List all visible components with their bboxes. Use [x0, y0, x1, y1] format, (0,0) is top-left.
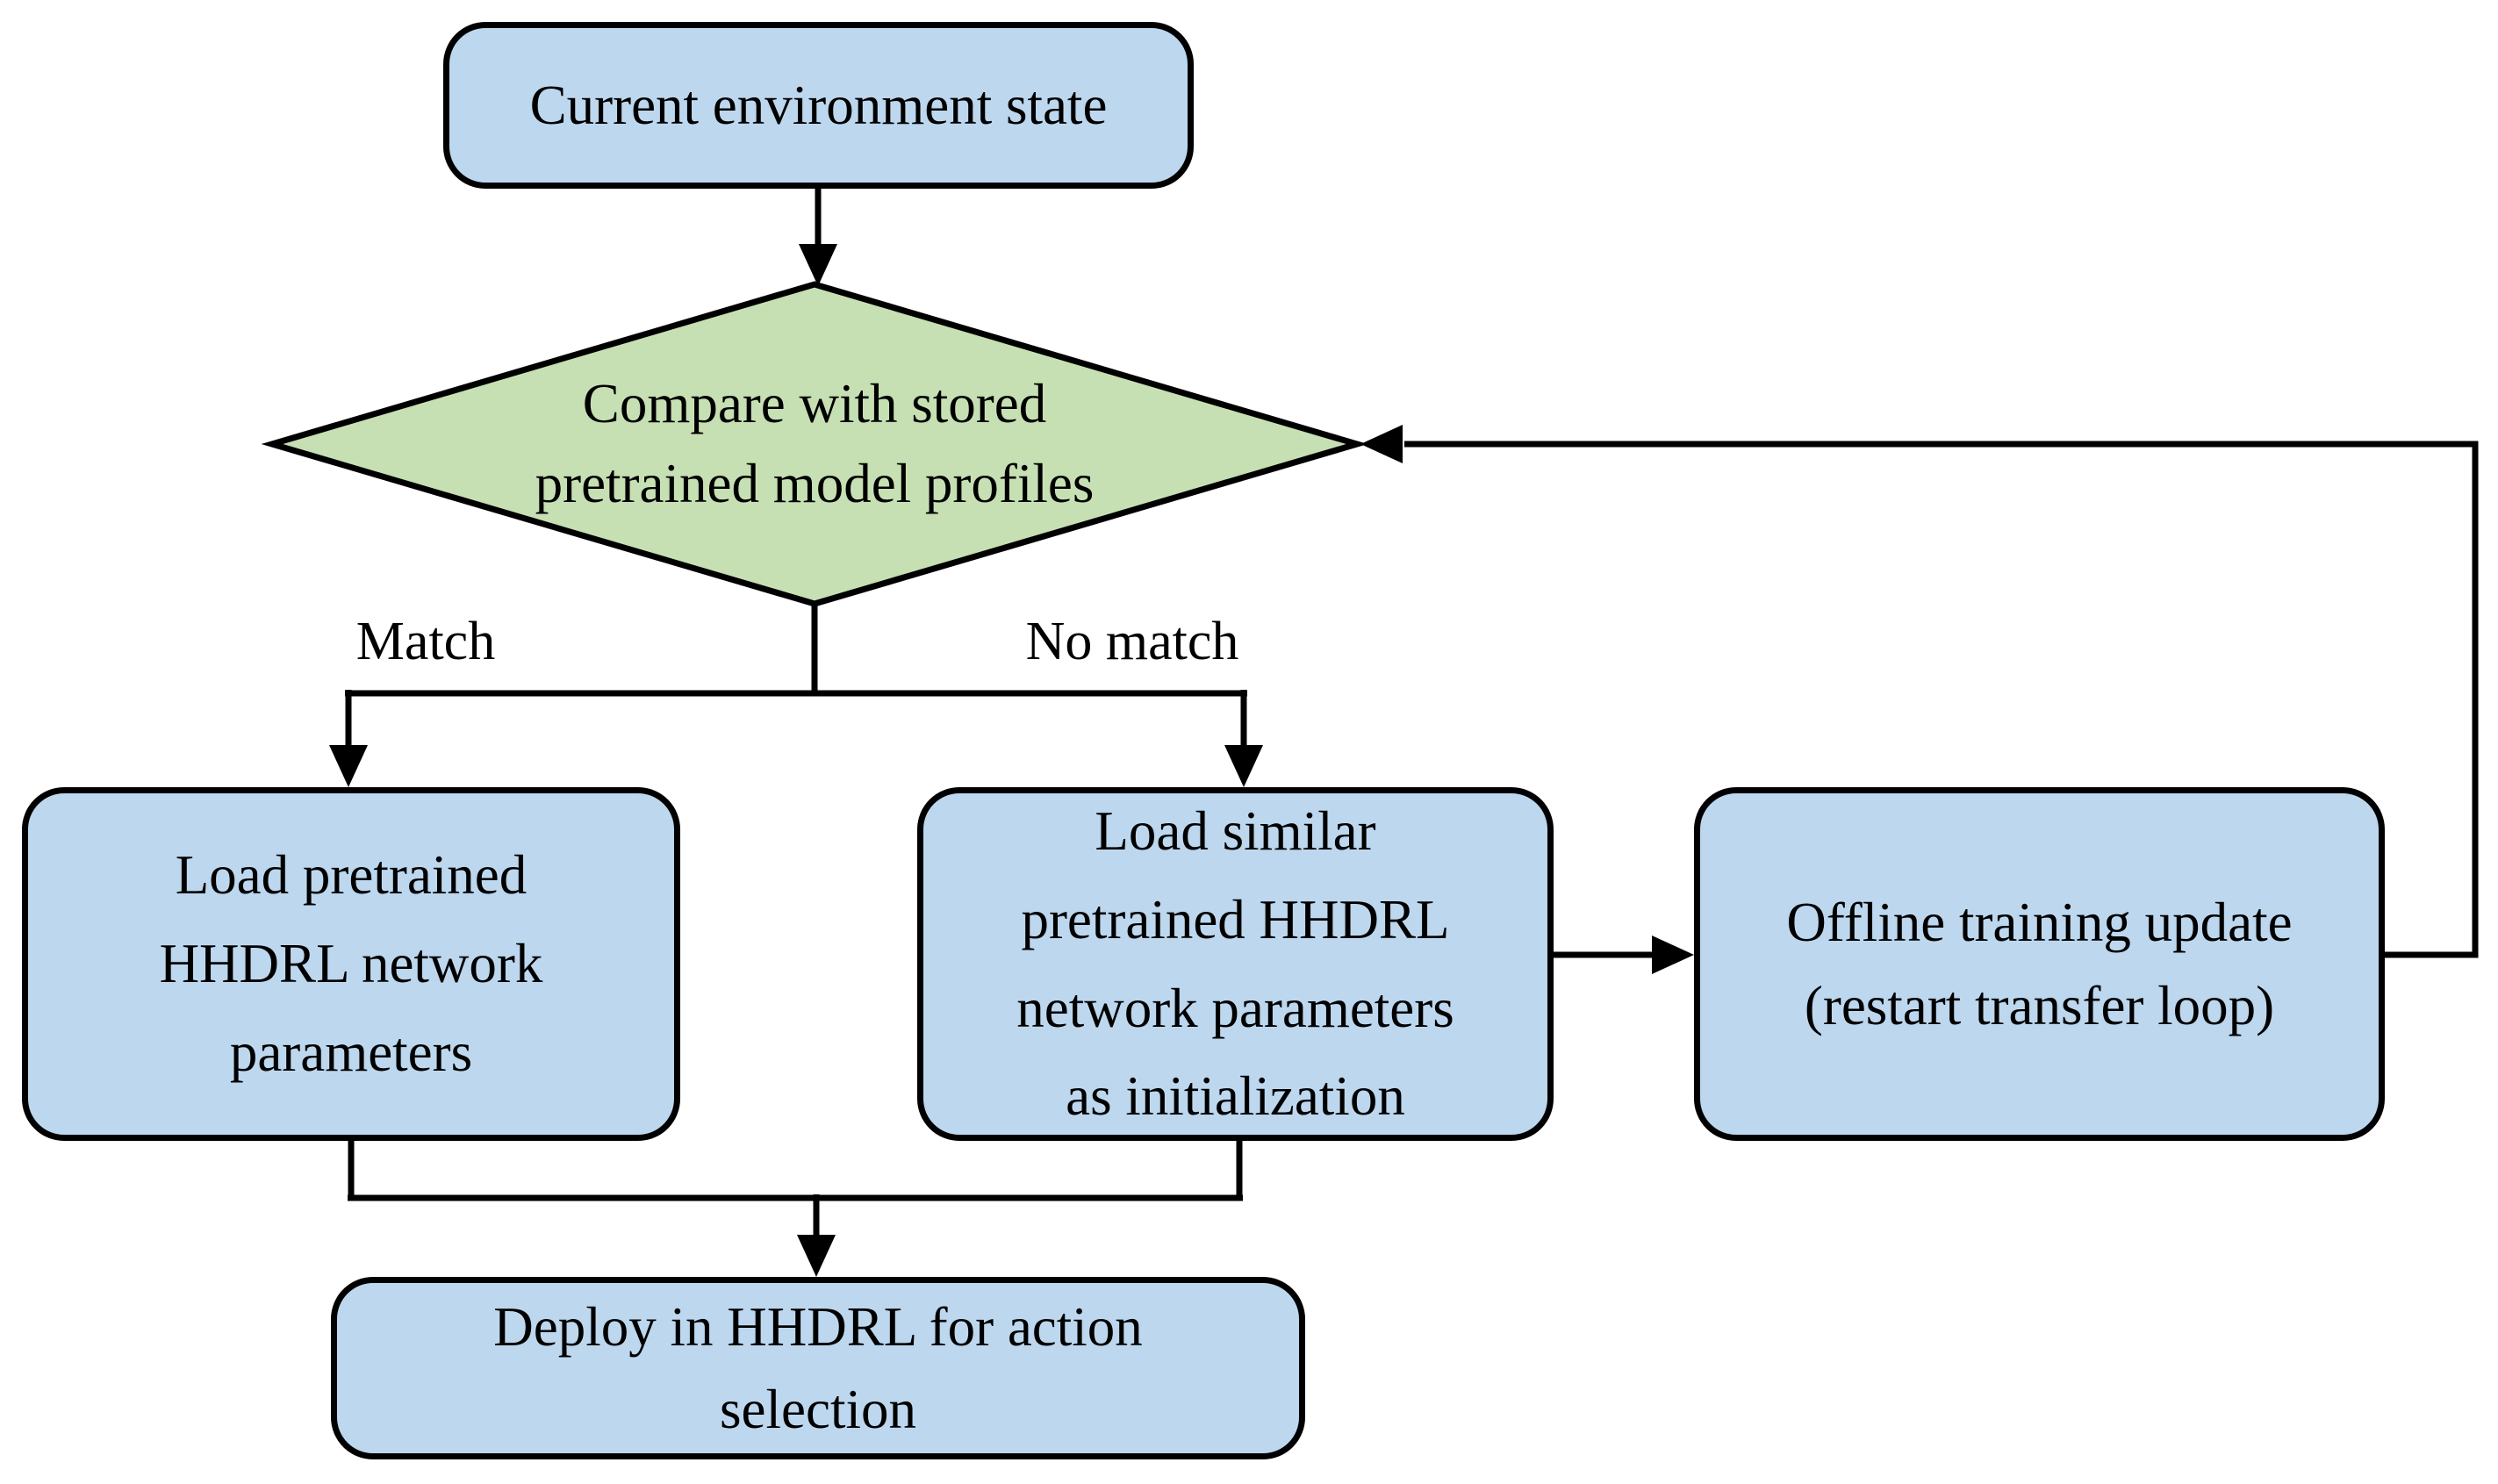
arrowhead-into-decision-right-icon [1360, 425, 1403, 463]
node-load-pretrained-parameters: Load pretrained HHDRL network parameters [22, 787, 680, 1141]
node-offline-training-update: Offline training update (restart transfe… [1694, 787, 2385, 1141]
node-current-environment-state: Current environment state [443, 22, 1194, 189]
decision-compare-profiles-label: Compare with stored pretrained model pro… [535, 372, 1095, 514]
arrowhead-into-deploy-icon [797, 1235, 836, 1277]
edge-label-match: Match [355, 612, 496, 671]
arrowhead-into-decision-top-icon [799, 244, 837, 286]
node-load-similar-parameters: Load similar pretrained HHDRL network pa… [917, 787, 1554, 1141]
edge-label-no-match: No match [1025, 612, 1239, 671]
arrowhead-into-load-similar-icon [1224, 745, 1263, 787]
arrowhead-into-load-pretrained-icon [329, 745, 368, 787]
connector-offline-loop-back [1404, 441, 2479, 958]
decision-diamond-shape [261, 281, 1368, 607]
arrowhead-into-offline-update-icon [1652, 936, 1694, 974]
node-deploy-for-action-selection: Deploy in HHDRL for action selection [331, 1277, 1305, 1459]
